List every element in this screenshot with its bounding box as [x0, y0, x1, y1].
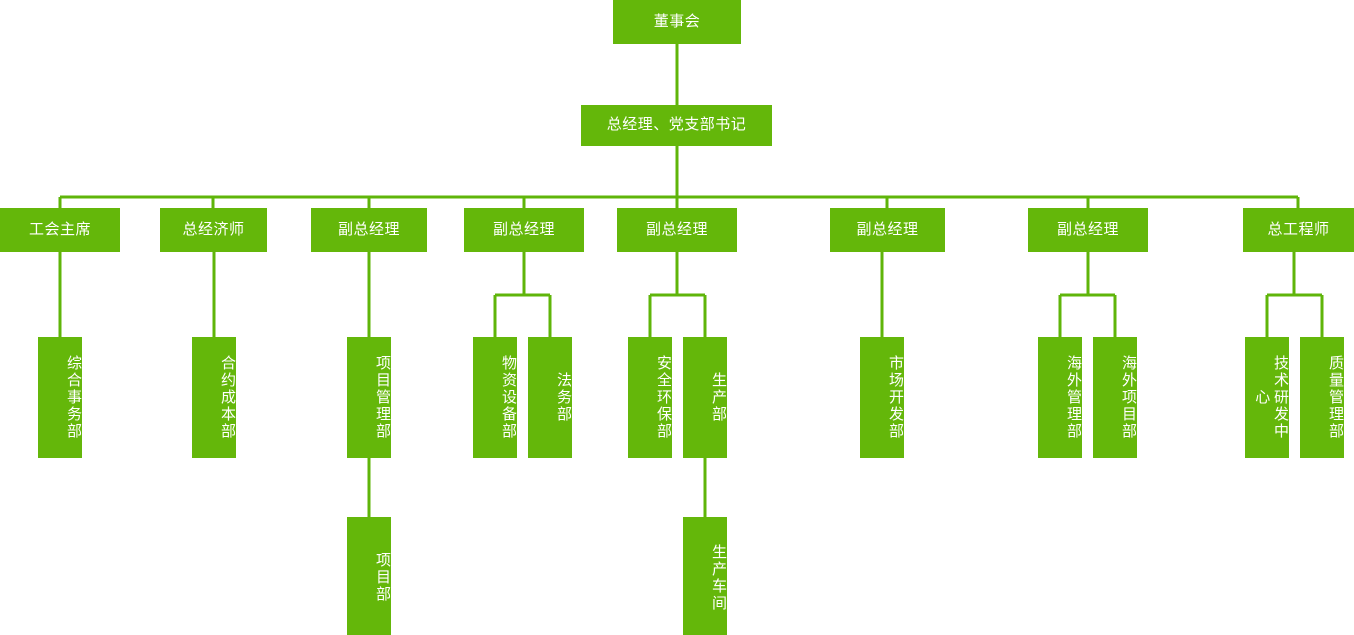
node-deputy-gm-4-label: 副总经理 [856, 220, 919, 238]
node-materials-equipment-dept[interactable]: 物资设备部 [473, 337, 517, 458]
node-project-management-dept-label: 项目管理部 [374, 355, 391, 440]
node-chief-economist-label: 总经济师 [182, 220, 245, 238]
node-deputy-gm-2[interactable]: 副总经理 [464, 208, 584, 252]
node-general-manager-label: 总经理、党支部书记 [606, 116, 747, 134]
node-safety-environment-dept[interactable]: 安全环保部 [628, 337, 672, 458]
node-project-dept-label: 项目部 [374, 552, 391, 603]
node-deputy-gm-3[interactable]: 副总经理 [617, 208, 737, 252]
node-contract-cost-dept-label: 合约成本部 [219, 355, 236, 440]
node-overseas-project-dept-label: 海外项目部 [1120, 355, 1137, 440]
node-tech-rnd-center-label: 技术研发中心 [1253, 355, 1289, 440]
node-quality-management-dept-label: 质量管理部 [1327, 355, 1344, 440]
node-deputy-gm-5-label: 副总经理 [1056, 220, 1119, 238]
node-production-dept-label: 生产部 [710, 372, 727, 423]
node-production-workshop-label: 生产车间 [710, 543, 727, 612]
node-overseas-project-dept[interactable]: 海外项目部 [1093, 337, 1137, 458]
node-board[interactable]: 董事会 [613, 0, 741, 44]
node-quality-management-dept[interactable]: 质量管理部 [1300, 337, 1344, 458]
node-production-workshop[interactable]: 生产车间 [683, 517, 727, 635]
node-deputy-gm-3-label: 副总经理 [645, 220, 708, 238]
node-general-manager[interactable]: 总经理、党支部书记 [581, 105, 772, 146]
node-board-label: 董事会 [653, 12, 701, 30]
node-deputy-gm-5[interactable]: 副总经理 [1028, 208, 1148, 252]
node-project-management-dept[interactable]: 项目管理部 [347, 337, 391, 458]
node-safety-environment-dept-label: 安全环保部 [655, 355, 672, 440]
node-general-affairs-dept[interactable]: 综合事务部 [38, 337, 82, 458]
node-general-affairs-dept-label: 综合事务部 [65, 355, 82, 440]
node-contract-cost-dept[interactable]: 合约成本部 [192, 337, 236, 458]
node-union-chair-label: 工会主席 [28, 220, 91, 238]
node-deputy-gm-1-label: 副总经理 [337, 220, 400, 238]
node-deputy-gm-4[interactable]: 副总经理 [830, 208, 945, 252]
node-legal-dept-label: 法务部 [555, 372, 572, 423]
node-chief-economist[interactable]: 总经济师 [160, 208, 267, 252]
node-materials-equipment-dept-label: 物资设备部 [500, 355, 517, 440]
node-production-dept[interactable]: 生产部 [683, 337, 727, 458]
node-deputy-gm-1[interactable]: 副总经理 [311, 208, 427, 252]
node-overseas-management-dept-label: 海外管理部 [1065, 355, 1082, 440]
node-legal-dept[interactable]: 法务部 [528, 337, 572, 458]
node-market-development-dept-label: 市场开发部 [887, 355, 904, 440]
node-deputy-gm-2-label: 副总经理 [492, 220, 555, 238]
node-project-dept[interactable]: 项目部 [347, 517, 391, 635]
node-chief-engineer-label: 总工程师 [1267, 220, 1330, 238]
node-market-development-dept[interactable]: 市场开发部 [860, 337, 904, 458]
node-overseas-management-dept[interactable]: 海外管理部 [1038, 337, 1082, 458]
node-tech-rnd-center[interactable]: 技术研发中心 [1245, 337, 1289, 458]
node-union-chair[interactable]: 工会主席 [0, 208, 120, 252]
node-chief-engineer[interactable]: 总工程师 [1243, 208, 1354, 252]
